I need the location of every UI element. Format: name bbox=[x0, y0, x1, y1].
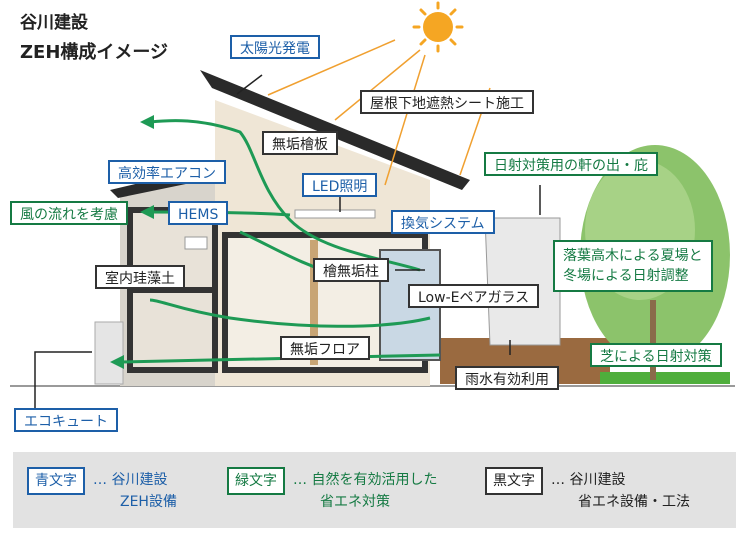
label-ventilation: 換気システム bbox=[391, 210, 495, 234]
main-roof bbox=[200, 70, 470, 190]
label-aircon: 高効率エアコン bbox=[108, 160, 226, 184]
house bbox=[94, 70, 561, 386]
legend-black-desc-line-1: … 谷川建設 bbox=[551, 472, 626, 488]
legend-black-desc-line-2: 省エネ設備・工法 bbox=[578, 494, 690, 510]
label-diatomaceous-earth: 室内珪藻土 bbox=[95, 265, 185, 289]
legend-green-desc-line-1: … 自然を有効活用した bbox=[293, 472, 438, 488]
diagram-title: ZEH構成イメージ bbox=[20, 42, 169, 63]
label-eaves: 日射対策用の軒の出・庇 bbox=[484, 152, 658, 176]
lawn bbox=[600, 372, 730, 384]
legend-black-desc: … 谷川建設 省エネ設備・工法 bbox=[551, 469, 690, 513]
ecocute-unit bbox=[94, 321, 124, 385]
label-lawn: 芝による日射対策 bbox=[590, 343, 722, 367]
label-led-lighting: LED照明 bbox=[302, 173, 378, 197]
deciduous-line-2: 冬場による日射調整 bbox=[563, 268, 689, 284]
label-solar-power: 太陽光発電 bbox=[230, 35, 320, 59]
label-hems: HEMS bbox=[168, 201, 229, 225]
sun-icon bbox=[412, 1, 464, 53]
label-rainwater: 雨水有効利用 bbox=[455, 366, 559, 390]
label-roof-insulation: 屋根下地遮熱シート施工 bbox=[360, 90, 534, 114]
legend-blue-key: 青文字 bbox=[27, 467, 85, 495]
wind-arrowheads bbox=[110, 115, 154, 369]
legend-green-desc: … 自然を有効活用した 省エネ対策 bbox=[293, 469, 437, 513]
legend-blue-desc: … 谷川建設 ZEH設備 bbox=[93, 469, 177, 513]
label-hinoki-board: 無垢檜板 bbox=[262, 131, 338, 155]
label-wind-flow: 風の流れを考慮 bbox=[10, 201, 128, 225]
label-deciduous-tree: 落葉高木による夏場と 冬場による日射調整 bbox=[553, 240, 713, 292]
legend-green-desc-line-2: 省エネ対策 bbox=[320, 494, 390, 510]
label-low-e-glass: Low-Eペアガラス bbox=[408, 284, 540, 308]
label-ecocute: エコキュート bbox=[14, 408, 118, 432]
deciduous-line-1: 落葉高木による夏場と bbox=[563, 248, 703, 264]
legend-green-key: 緑文字 bbox=[227, 467, 285, 495]
label-hinoki-column: 檜無垢柱 bbox=[313, 258, 389, 282]
legend-black-key: 黒文字 bbox=[485, 467, 543, 495]
legend-blue-desc-line-1: … 谷川建設 bbox=[93, 472, 168, 488]
company-name: 谷川建設 bbox=[20, 13, 88, 33]
legend: 青文字 … 谷川建設 ZEH設備 緑文字 … 自然を有効活用した 省エネ対策 黒… bbox=[13, 452, 736, 528]
label-solid-floor: 無垢フロア bbox=[280, 336, 370, 360]
legend-blue-desc-line-2: ZEH設備 bbox=[120, 494, 177, 510]
